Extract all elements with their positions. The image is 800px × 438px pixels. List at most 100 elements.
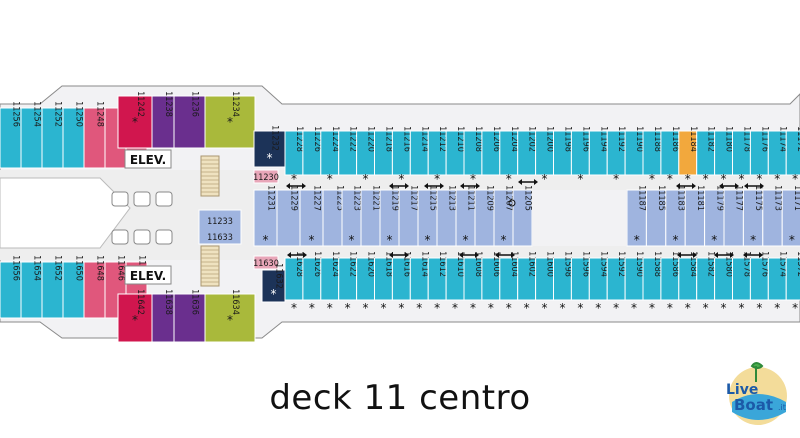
accessible-star-icon: * bbox=[363, 172, 369, 186]
accessible-star-icon: * bbox=[673, 233, 679, 247]
accessible-star-icon: * bbox=[577, 172, 583, 186]
suite-11242 bbox=[117, 95, 153, 149]
connecting-door-arrowhead bbox=[495, 252, 515, 258]
cabin-11633-label: 11633 bbox=[207, 233, 233, 243]
cabin-11654-label: 11654 bbox=[32, 255, 42, 281]
cabin-11632 bbox=[261, 269, 286, 303]
cabin-11574-label: 11574 bbox=[777, 251, 787, 277]
logo-sea bbox=[732, 394, 786, 420]
cabin-11202-label: 11202 bbox=[527, 126, 537, 152]
suite-11634 bbox=[204, 293, 256, 343]
cabin-11216-label: 11216 bbox=[401, 126, 411, 152]
cabin-11198-label: 11198 bbox=[562, 126, 572, 152]
accessible-star-icon: * bbox=[398, 301, 404, 315]
cabin-11628-label: 11628 bbox=[294, 251, 304, 277]
stairs-bottom bbox=[200, 245, 220, 287]
accessible-star-icon: * bbox=[363, 301, 369, 315]
elevator-car bbox=[133, 229, 151, 245]
cabin-11630 bbox=[253, 255, 279, 270]
accessible-star-icon: * bbox=[542, 172, 548, 186]
cabin-11580-label: 11580 bbox=[724, 251, 734, 277]
accessible-star-icon: * bbox=[380, 301, 386, 315]
accessible-star-icon: * bbox=[703, 301, 709, 315]
connecting-door-arrowhead bbox=[714, 252, 734, 258]
cabin-11250-label: 11250 bbox=[74, 101, 84, 127]
accessible-star-icon: * bbox=[506, 172, 512, 186]
cabin-11171 bbox=[781, 189, 800, 247]
elevator-bottom-label: ELEV. bbox=[130, 269, 166, 283]
cabin-11188-label: 11188 bbox=[652, 126, 662, 152]
cabin-11171-label: 11171 bbox=[792, 185, 800, 211]
cabin-11648-label: 11648 bbox=[95, 255, 105, 281]
accessible-star-icon: * bbox=[721, 172, 727, 186]
cabin-11214-label: 11214 bbox=[419, 126, 429, 152]
cabin-11620-label: 11620 bbox=[366, 251, 376, 277]
cabin-label-11630: 11630 bbox=[253, 259, 279, 269]
elevator-car bbox=[111, 229, 129, 245]
accessible-star-icon: * bbox=[577, 301, 583, 315]
connecting-door-arrowhead bbox=[677, 252, 697, 258]
accessible-star-icon: * bbox=[501, 233, 507, 247]
cabin-11210-label: 11210 bbox=[455, 126, 465, 152]
accessible-star-icon: * bbox=[425, 233, 431, 247]
cabin-11646-label: 11646 bbox=[116, 255, 126, 281]
elevator-car bbox=[155, 191, 173, 207]
cabin-11600-label: 11600 bbox=[545, 251, 555, 277]
accessible-star-icon: * bbox=[613, 301, 619, 315]
cabin-11596-label: 11596 bbox=[580, 251, 590, 277]
cabin-11183-label: 11183 bbox=[676, 185, 686, 211]
suite-11642 bbox=[117, 293, 153, 343]
cabin-11256-label: 11256 bbox=[11, 101, 21, 127]
cabin-11224-label: 11224 bbox=[330, 126, 340, 152]
logo-suffix: .it bbox=[778, 403, 786, 412]
stairs-top bbox=[200, 155, 220, 197]
connecting-door-arrowhead bbox=[459, 252, 479, 258]
cabin-11632-label: 11632 bbox=[274, 263, 284, 289]
deck-title: deck 11 centro bbox=[269, 378, 531, 418]
cabin-11172 bbox=[785, 130, 800, 176]
accessible-star-icon: * bbox=[263, 233, 269, 247]
suite-11638-label: 11638 bbox=[163, 289, 173, 315]
cabin-11180-label: 11180 bbox=[724, 126, 734, 152]
accessible-star-icon: * bbox=[349, 233, 355, 247]
accessible-star-icon: * bbox=[291, 172, 297, 186]
cabin-11624-label: 11624 bbox=[330, 251, 340, 277]
cabin-11608-label: 11608 bbox=[473, 251, 483, 277]
cabin-11252-label: 11252 bbox=[53, 101, 63, 127]
connecting-door-arrowhead bbox=[676, 183, 696, 189]
accessible-star-icon: * bbox=[387, 233, 393, 247]
cabin-11614-label: 11614 bbox=[419, 251, 429, 277]
cabin-11186-label: 11186 bbox=[670, 126, 680, 152]
accessible-star-icon: * bbox=[667, 301, 673, 315]
cabin-11178-label: 11178 bbox=[741, 126, 751, 152]
accessible-star-icon: * bbox=[132, 115, 138, 129]
forward-lobby bbox=[0, 177, 131, 249]
accessible-star-icon: * bbox=[792, 301, 798, 315]
cabin-11578-label: 11578 bbox=[741, 251, 751, 277]
accessible-star-icon: * bbox=[309, 301, 315, 315]
accessible-star-icon: * bbox=[649, 301, 655, 315]
suite-11242-label: 11242 bbox=[135, 91, 145, 117]
cabin-11211-label: 11211 bbox=[466, 185, 476, 211]
accessible-star-icon: * bbox=[434, 172, 440, 186]
elevator-car bbox=[155, 229, 173, 245]
accessible-star-icon: * bbox=[271, 287, 277, 301]
elevator-bottom-box bbox=[124, 265, 172, 285]
accessible-star-icon: * bbox=[488, 301, 494, 315]
accessible-star-icon: * bbox=[452, 301, 458, 315]
suite-11238-label: 11238 bbox=[163, 91, 173, 117]
accessible-star-icon: * bbox=[267, 151, 273, 165]
suite-11234 bbox=[204, 95, 256, 149]
cabin-11207-label: 11207 bbox=[504, 185, 514, 211]
suite-11642-label: 11642 bbox=[135, 289, 145, 315]
accessible-star-icon: * bbox=[345, 301, 351, 315]
cabin-11606-label: 11606 bbox=[491, 251, 501, 277]
connecting-door-arrowhead bbox=[389, 252, 409, 258]
accessible-star-icon: * bbox=[792, 172, 798, 186]
cabin-11590-label: 11590 bbox=[634, 251, 644, 277]
connecting-door-arrowhead bbox=[389, 183, 409, 189]
cabin-11652-label: 11652 bbox=[53, 255, 63, 281]
accessible-star-icon: * bbox=[750, 233, 756, 247]
accessible-star-icon: * bbox=[416, 301, 422, 315]
cabin-11582-label: 11582 bbox=[706, 251, 716, 277]
